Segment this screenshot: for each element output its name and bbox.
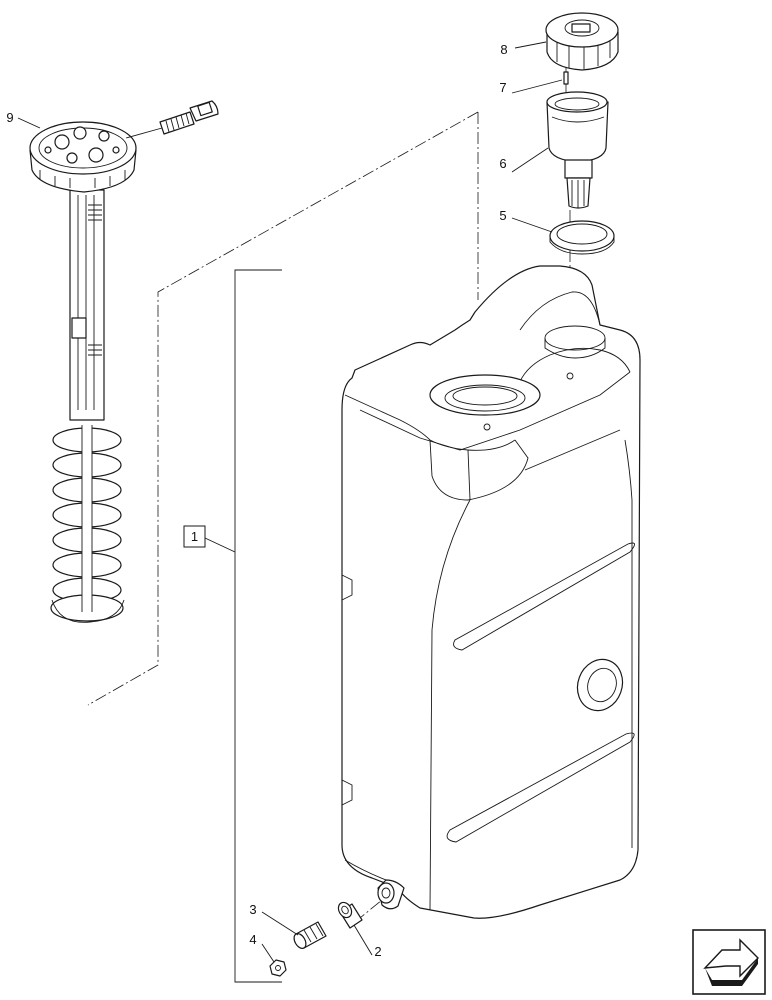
callout-9: 9	[6, 110, 13, 125]
fuel-tank	[341, 265, 641, 919]
callout-6: 6	[499, 156, 506, 171]
seal-ring: 5	[499, 208, 615, 255]
sender-flange	[29, 121, 137, 193]
callout-4: 4	[249, 932, 256, 947]
fuel-level-sender: 9	[6, 100, 219, 623]
drain-fitting: 2	[337, 901, 382, 959]
drain-plug: 3	[249, 902, 327, 949]
callout-7: 7	[499, 80, 506, 95]
filler-cap: 8	[500, 12, 619, 71]
sender-coil	[50, 425, 125, 623]
callout-1: 1	[191, 529, 198, 544]
hex-nut: 4	[249, 932, 287, 977]
callout-1-box	[183, 525, 206, 548]
retaining-pin: 7	[499, 71, 569, 95]
callout-5: 5	[499, 208, 506, 223]
callout-2: 2	[374, 944, 381, 959]
callout-3: 3	[249, 902, 256, 917]
assembly-bracket: 1	[183, 269, 282, 983]
sender-connector	[125, 100, 219, 139]
next-page-arrow-icon[interactable]	[692, 929, 766, 995]
callout-8: 8	[500, 42, 507, 57]
filler-neck: 6	[499, 91, 609, 209]
